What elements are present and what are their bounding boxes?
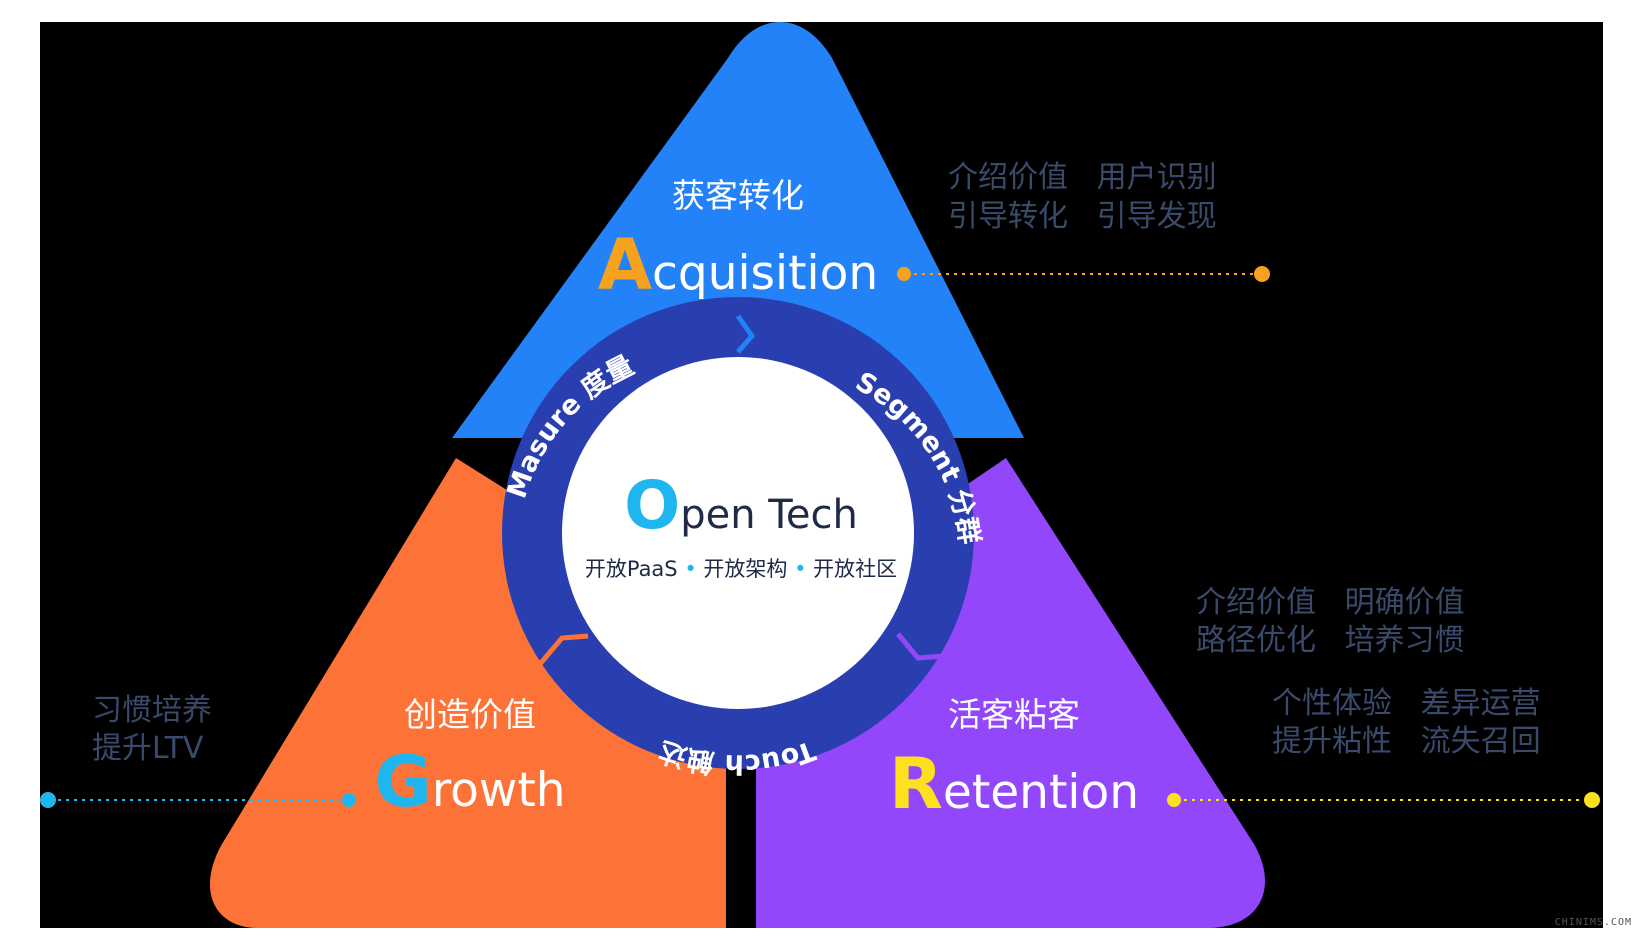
center-subtitle-architecture: 开放架构 xyxy=(703,557,787,581)
retention-notes-line3: 个性体验 差异运营 xyxy=(1272,686,1541,721)
retention-cn-title: 活客粘客 xyxy=(948,695,1080,734)
center-title: Open Tech xyxy=(624,467,858,544)
ring-divider-acquisition xyxy=(735,314,756,354)
acquisition-rest: cquisition xyxy=(652,246,878,301)
retention-notes-line2: 路径优化 培养习惯 xyxy=(1196,623,1465,658)
center-subtitle: 开放PaaS • 开放架构 • 开放社区 xyxy=(585,557,897,581)
retention-dot-start xyxy=(1167,793,1181,807)
ring-divider-growth xyxy=(538,633,589,666)
acquisition-notes-line2: 引导转化 引导发现 xyxy=(948,199,1217,234)
ring-divider-retention xyxy=(896,632,945,661)
growth-notes-line1: 习惯培养 xyxy=(92,693,212,728)
retention-notes-line4: 提升粘性 流失召回 xyxy=(1272,724,1541,759)
growth-rest: rowth xyxy=(432,763,566,818)
acquisition-initial: A xyxy=(598,224,652,306)
growth-title: Growth xyxy=(374,741,565,823)
acquisition-dot-end xyxy=(1254,266,1270,282)
growth-dot-end xyxy=(342,793,356,807)
growth-initial: G xyxy=(374,741,431,823)
center-title-rest: pen Tech xyxy=(680,492,858,538)
growth-cn-title: 创造价值 xyxy=(404,695,536,734)
acquisition-notes-line1: 介绍价值 用户识别 xyxy=(948,160,1217,195)
watermark: CHINIMS.COM xyxy=(1555,917,1632,928)
acquisition-title: Acquisition xyxy=(598,224,878,306)
retention-initial: R xyxy=(889,743,943,825)
acquisition-cn-title: 获客转化 xyxy=(672,176,804,215)
center-subtitle-paas: 开放PaaS xyxy=(585,557,678,581)
center-subtitle-community: 开放社区 xyxy=(813,557,897,581)
center-title-initial: O xyxy=(624,467,680,544)
subtitle-dot-2: • xyxy=(787,557,813,581)
retention-notes-line1: 介绍价值 明确价值 xyxy=(1196,585,1465,620)
retention-title: Retention xyxy=(889,743,1139,825)
growth-notes-line2: 提升LTV xyxy=(92,731,204,766)
acquisition-segment xyxy=(452,22,1024,438)
retention-dot-end xyxy=(1584,792,1600,808)
center-disc xyxy=(562,357,914,709)
subtitle-dot-1: • xyxy=(678,557,704,581)
retention-rest: etention xyxy=(943,765,1139,820)
acquisition-dot-start xyxy=(897,267,911,281)
growth-dot-start xyxy=(40,792,56,808)
